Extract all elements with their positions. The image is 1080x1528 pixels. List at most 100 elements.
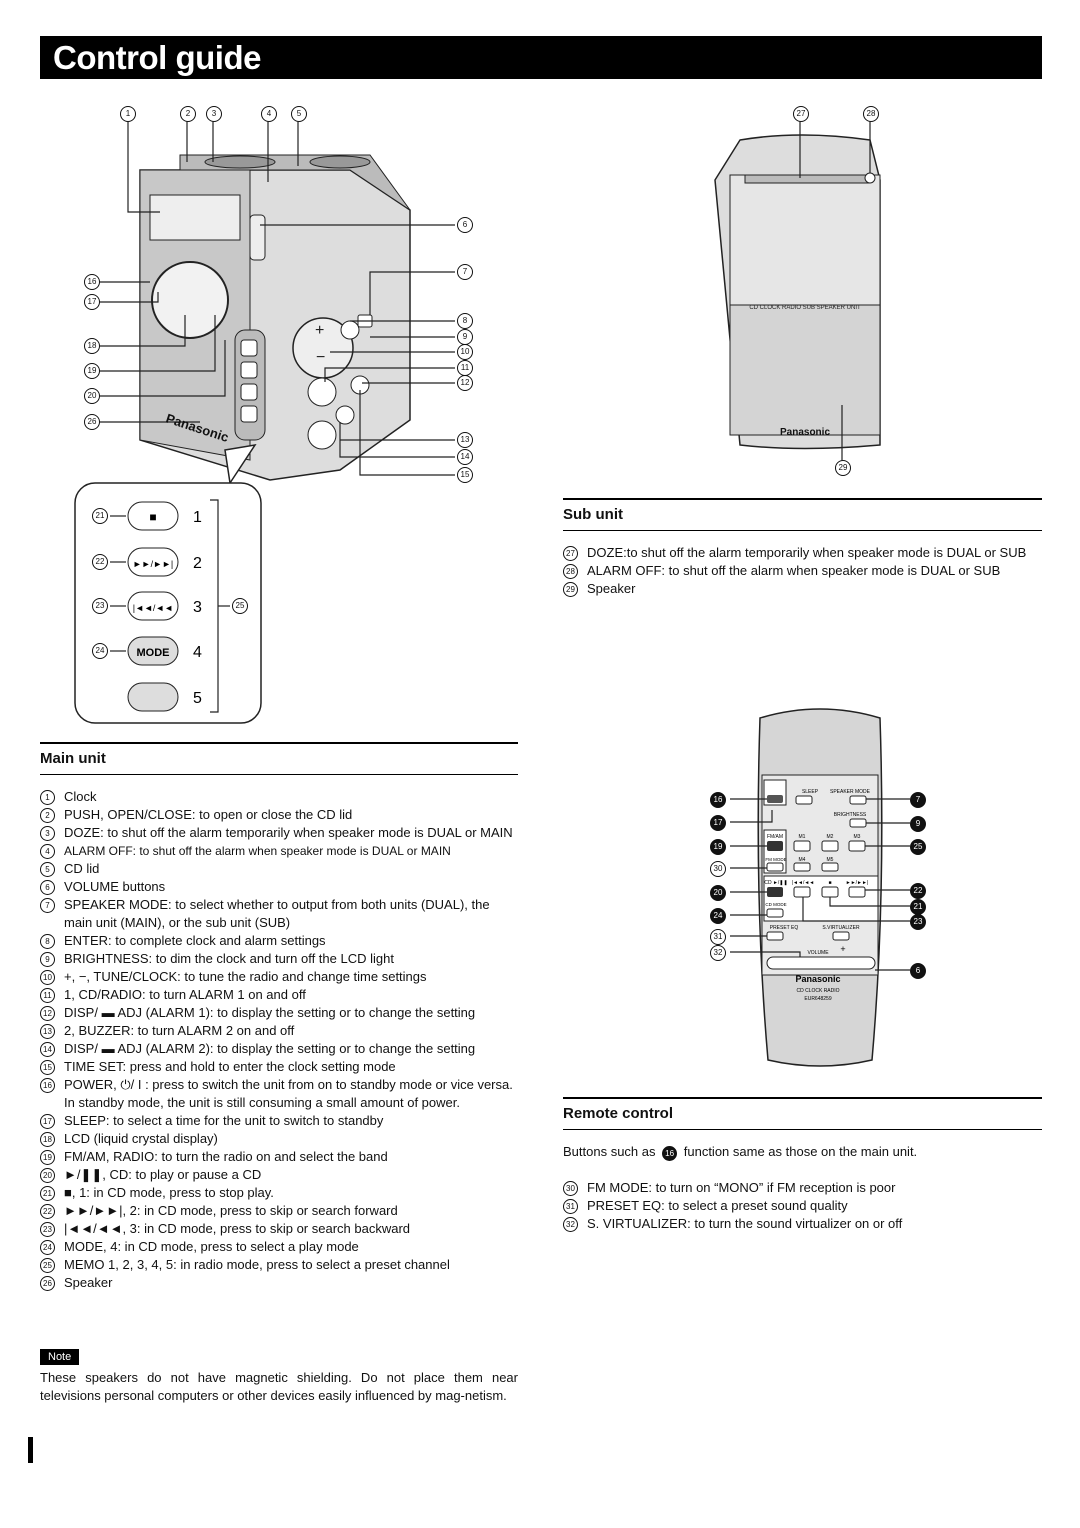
item-text: DISP/ ▬ ADJ (ALARM 1): to display the se…: [64, 1005, 476, 1020]
remote-sleep-label: SLEEP: [802, 789, 819, 795]
remote-forward-label: ►►/►►|: [846, 880, 868, 886]
item-text: TIME SET: press and hold to enter the cl…: [64, 1059, 396, 1074]
callout-10: 10: [457, 344, 473, 360]
remote-volume-label: VOLUME: [807, 950, 829, 956]
item-number: 12: [40, 1006, 55, 1021]
remote-preset-eq-label: PRESET EQ: [770, 925, 799, 931]
inset-backward-label: |◄◄/◄◄: [133, 603, 173, 613]
item-text: ►►/►►|, 2: in CD mode, press to skip or …: [64, 1203, 398, 1218]
remote-callout-16: 16: [710, 792, 726, 808]
callout-27: 27: [793, 106, 809, 122]
callout-9: 9: [457, 329, 473, 345]
item-text: |◄◄/◄◄, 3: in CD mode, press to skip or …: [64, 1221, 411, 1236]
list-item: 15 TIME SET: press and hold to enter the …: [40, 1058, 520, 1076]
item-number: 19: [40, 1150, 55, 1165]
item-number: 5: [40, 862, 55, 877]
remote-brand: Panasonic: [795, 974, 840, 984]
item-text: Clock: [64, 789, 97, 804]
item-number: 14: [40, 1042, 55, 1057]
remote-callout-17: 17: [710, 815, 726, 831]
remote-volume-plus-label: +: [840, 944, 845, 954]
remote-m5-label: M5: [827, 857, 834, 863]
remote-m2-label: M2: [827, 834, 834, 840]
svg-text:+: +: [315, 322, 324, 339]
page-edge-mark: [28, 1437, 33, 1463]
item-text: POWER, ⏻/ I : press to switch the unit f…: [64, 1077, 513, 1092]
callout-3: 3: [206, 106, 222, 122]
remote-code-label: EUR648259: [804, 996, 831, 1002]
list-item: 20►/❚❚, CD: to play or pause a CD: [40, 1166, 520, 1184]
callout-25: 25: [232, 598, 248, 614]
item-number: 10: [40, 970, 55, 985]
callout-24: 24: [92, 643, 108, 659]
sub-unit-illustration: CD CLOCK RADIO SUB SPEAKER UNIT Panasoni…: [714, 122, 881, 460]
item-text: ENTER: to complete clock and alarm setti…: [64, 933, 326, 948]
item-number: 15: [40, 1060, 55, 1075]
item-number: 17: [40, 1114, 55, 1129]
item-number: 8: [40, 934, 55, 949]
callout-12: 12: [457, 375, 473, 391]
remote-backward-label: |◄◄/◄◄: [792, 880, 814, 886]
callout-13: 13: [457, 432, 473, 448]
item-text: In standby mode, the unit is still consu…: [64, 1095, 460, 1110]
remote-callout-21: 21: [910, 899, 926, 915]
callout-18: 18: [84, 338, 100, 354]
remote-control-illustration: SLEEP SPEAKER MODE BRIGHTNESS FM/AM M1 M…: [730, 708, 910, 1067]
remote-m3-label: M3: [854, 834, 861, 840]
item-text: ALARM OFF: to shut off the alarm when sp…: [64, 844, 451, 858]
item-number: 7: [40, 898, 55, 913]
item-text: 1, CD/RADIO: to turn ALARM 1 on and off: [64, 987, 306, 1002]
item-number: 4: [40, 844, 55, 859]
svg-text:−: −: [316, 349, 325, 366]
item-number: 9: [40, 952, 55, 967]
remote-callout-24: 24: [710, 908, 726, 924]
sub-unit-diagram: CD CLOCK RADIO SUB SPEAKER UNIT Panasoni…: [700, 100, 900, 485]
item-text: SPEAKER MODE: to select whether to outpu…: [64, 897, 490, 930]
item-text: S. VIRTUALIZER: to turn the sound virtua…: [587, 1216, 903, 1231]
callout-23: 23: [92, 598, 108, 614]
item-number: 29: [563, 582, 578, 597]
remote-m1-label: M1: [799, 834, 806, 840]
item-text: BRIGHTNESS: to dim the clock and turn of…: [64, 951, 394, 966]
callout-2: 2: [180, 106, 196, 122]
remote-control-intro: Buttons such as 16 function same as thos…: [563, 1143, 917, 1161]
item-number: 13: [40, 1024, 55, 1039]
title-banner: Control guide: [40, 36, 1042, 79]
list-item: 7 SPEAKER MODE: to select whether to outp…: [40, 896, 520, 932]
remote-callout-23: 23: [910, 914, 926, 930]
item-number: 18: [40, 1132, 55, 1147]
callout-26: 26: [84, 414, 100, 430]
item-text: PRESET EQ: to select a preset sound qual…: [587, 1198, 848, 1213]
remote-control-diagram: SLEEP SPEAKER MODE BRIGHTNESS FM/AM M1 M…: [700, 700, 940, 1075]
inset-mode-label: MODE: [137, 647, 170, 659]
intro-ref-number: 16: [662, 1146, 678, 1161]
sub-unit-heading: Sub unit: [563, 506, 623, 523]
page-title: Control guide: [53, 39, 261, 76]
inset-number-5: 5: [193, 690, 202, 707]
item-number: 21: [40, 1186, 55, 1201]
item-number: 3: [40, 826, 55, 841]
remote-cd-play-label: CD ►/❚❚: [764, 880, 787, 886]
remote-callout-20: 20: [710, 885, 726, 901]
callout-15: 15: [457, 467, 473, 483]
callout-16: 16: [84, 274, 100, 290]
item-number: 32: [563, 1217, 578, 1232]
item-text: VOLUME buttons: [64, 879, 166, 894]
inset-forward-label: ►►/►►|: [133, 559, 173, 569]
callout-11: 11: [457, 360, 473, 376]
inset-number-4: 4: [193, 644, 202, 661]
item-text: Speaker: [64, 1275, 113, 1290]
callout-8: 8: [457, 313, 473, 329]
callout-5: 5: [291, 106, 307, 122]
item-text: PUSH, OPEN/CLOSE: to open or close the C…: [64, 807, 353, 822]
remote-control-heading: Remote control: [563, 1105, 674, 1122]
list-item: 9 BRIGHTNESS: to dim the clock and turn o…: [40, 950, 520, 968]
remote-callout-31: 31: [710, 929, 726, 945]
remote-callout-9: 9: [910, 816, 926, 832]
